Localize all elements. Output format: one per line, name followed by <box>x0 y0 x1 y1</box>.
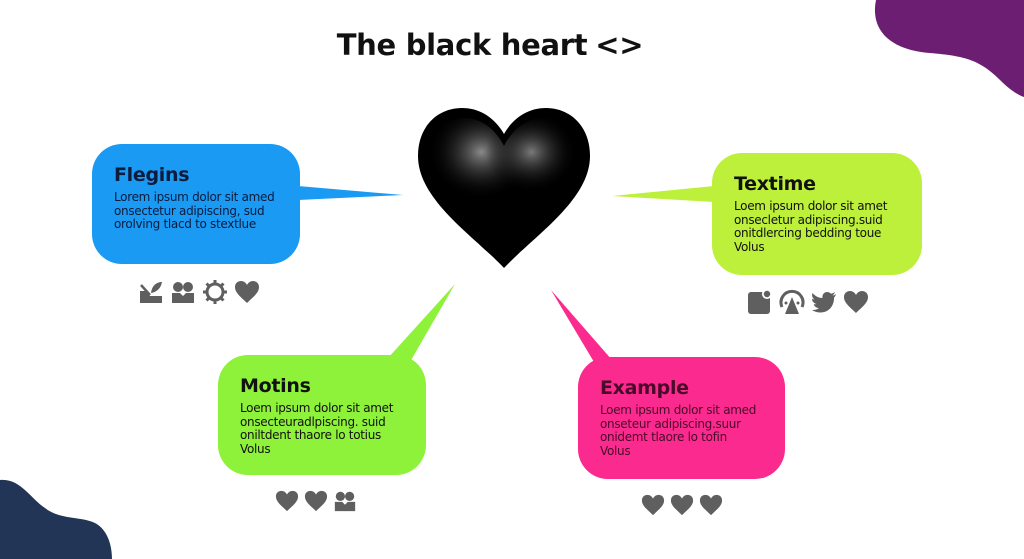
page-title: The black heart<> <box>0 28 980 62</box>
bubble-title: Motins <box>240 375 311 397</box>
bubble-line: onidemt tlaore lo tofin <box>600 430 727 444</box>
people-icon <box>334 491 356 512</box>
icon-row-example <box>641 493 723 517</box>
bubble-line: Loem ipsum dolor sit amed <box>600 403 757 417</box>
heart-icon <box>641 494 665 516</box>
black-heart-icon <box>418 108 590 268</box>
bubble-line: onseteur adipiscing.suur <box>600 416 741 431</box>
title-text: The black heart <box>336 28 588 62</box>
bubble-line: Volus <box>734 239 765 254</box>
people-icon <box>172 282 194 303</box>
bubble-line: Loem ipsum dolor sit amet <box>734 199 888 213</box>
bubble-line: Lorem ipsum dolor sit amed <box>114 190 275 204</box>
bowl-with-leaf-icon <box>140 282 162 303</box>
bubble-example: Example Loem ipsum dolor sit amed onsete… <box>578 357 785 479</box>
icon-row-flegins <box>138 279 260 305</box>
twitter-bird-icon <box>812 291 836 313</box>
connector-textime <box>612 186 714 202</box>
heart-icon <box>235 281 259 303</box>
gear-icon <box>203 280 227 304</box>
heart-icon <box>304 490 328 512</box>
bubble-line: oniltdent thaore lo totius <box>240 428 381 442</box>
icon-row-textime <box>747 289 869 315</box>
connector-example <box>551 290 612 362</box>
bubble-motins: Motins Loem ipsum dolor sit amet onsecte… <box>218 355 426 475</box>
bubble-title: Textime <box>734 173 816 195</box>
bubble-line: onitdlercing bedding toue <box>734 226 882 240</box>
bubble-title: Flegins <box>114 164 190 186</box>
bubble-line: orolving tlacd to stextlue <box>114 217 256 231</box>
bubble-flegins: Flegins Lorem ipsum dolor sit amed onsec… <box>92 144 300 264</box>
bubble-line: onsecteuradlpiscing. suid <box>240 414 386 429</box>
bubble-line: onsecletur adipiscing.suid <box>734 212 883 227</box>
heart-icon <box>275 490 299 512</box>
bubble-title: Example <box>600 377 689 399</box>
icon-row-motins <box>275 489 357 513</box>
bottom-left-decorative-blob <box>0 479 112 559</box>
code-brackets-icon: <> <box>595 28 644 62</box>
heart-icon <box>844 291 868 313</box>
connector-flegins <box>298 186 403 200</box>
bubble-textime: Textime Loem ipsum dolor sit amet onsecl… <box>712 153 922 275</box>
bubble-line: onsectetur adipiscing, sud <box>114 203 265 218</box>
bubble-line: Volus <box>600 443 631 458</box>
top-right-decorative-blob <box>874 0 1024 97</box>
bubble-line: Loem ipsum dolor sit amet <box>240 401 394 415</box>
connector-motins <box>388 284 455 362</box>
heart-icon <box>670 494 694 516</box>
heart-icon <box>699 494 723 516</box>
bubble-line: Volus <box>240 441 271 456</box>
broadcast-icon <box>779 289 805 314</box>
app-badge-icon <box>748 289 772 314</box>
